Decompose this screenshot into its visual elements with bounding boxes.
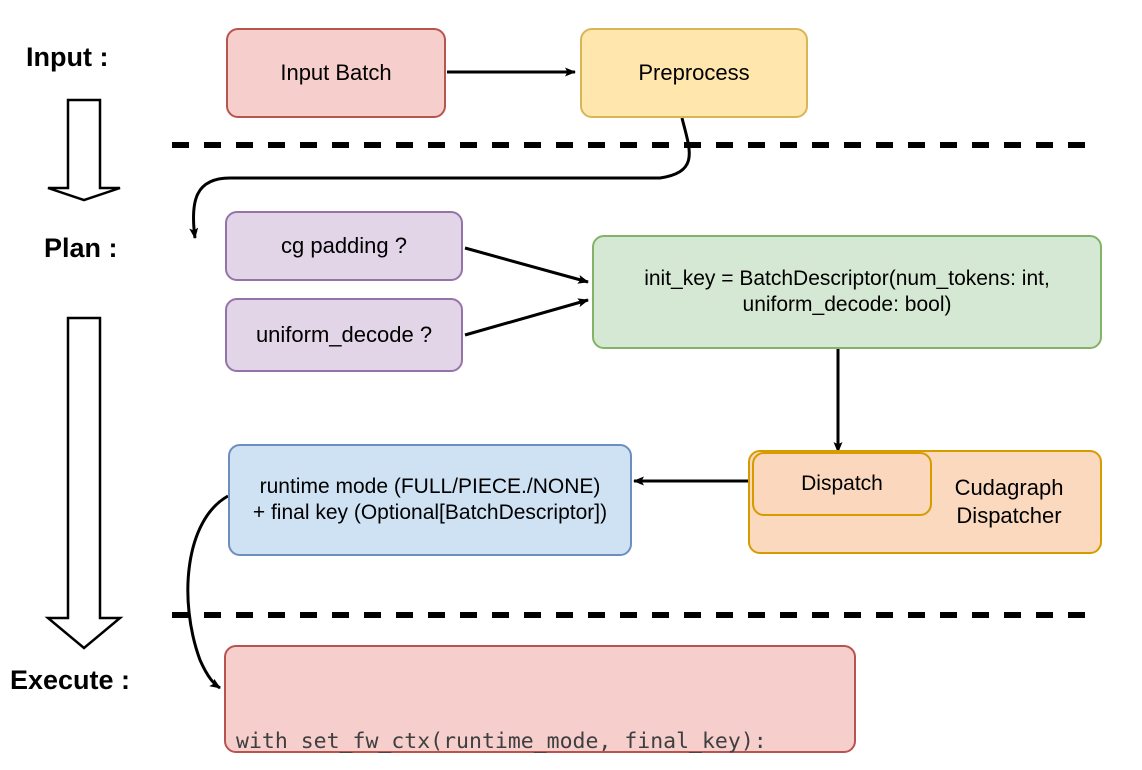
node-cudagraph-dispatcher-line2: Dispatcher: [956, 502, 1062, 528]
stage-label-plan: Plan :: [44, 233, 118, 263]
node-cudagraph-dispatcher-label: Cudagraph Dispatcher: [918, 452, 1100, 529]
node-execute-code[interactable]: with set_fw_ctx(runtime_mode, final_key)…: [224, 645, 856, 755]
edge-cg-padding-to-init-key: [464, 246, 589, 284]
node-cg-padding[interactable]: cg padding ?: [225, 211, 463, 281]
plan-to-execute-arrow: [44, 316, 124, 650]
node-uniform-decode[interactable]: uniform_decode ?: [225, 298, 463, 372]
node-execute-code-line1: with set_fw_ctx(runtime_mode, final_key)…: [236, 729, 767, 755]
edge-uniform-decode-to-init-key: [464, 298, 589, 337]
node-init-key-line2: uniform_decode: bool): [742, 293, 952, 316]
stage-label-input: Input :: [26, 42, 109, 72]
node-cudagraph-dispatcher-line1: Cudagraph: [954, 475, 1064, 500]
node-init-key-line1: init_key = BatchDescriptor(num_tokens: i…: [644, 267, 1050, 291]
stage-label-execute: Execute :: [10, 665, 131, 695]
node-input-batch[interactable]: Input Batch: [226, 28, 446, 118]
node-preprocess[interactable]: Preprocess: [580, 28, 808, 118]
node-runtime-mode-line2: + final key (Optional[BatchDescriptor]): [252, 501, 608, 524]
node-input-batch-label: Input Batch: [280, 59, 392, 85]
node-cg-padding-label: cg padding ?: [281, 232, 407, 258]
edge-runtime-mode-to-execute-code: [186, 494, 229, 690]
node-runtime-mode-line1: runtime mode (FULL/PIECE./NONE): [259, 475, 601, 499]
node-runtime-mode[interactable]: runtime mode (FULL/PIECE./NONE) + final …: [228, 444, 632, 556]
node-dispatch[interactable]: Dispatch: [752, 452, 932, 516]
node-init-key[interactable]: init_key = BatchDescriptor(num_tokens: i…: [592, 235, 1102, 349]
node-preprocess-label: Preprocess: [638, 59, 750, 85]
input-to-plan-arrow: [47, 98, 121, 202]
node-dispatch-label: Dispatch: [801, 472, 883, 496]
node-uniform-decode-label: uniform_decode ?: [255, 321, 433, 347]
